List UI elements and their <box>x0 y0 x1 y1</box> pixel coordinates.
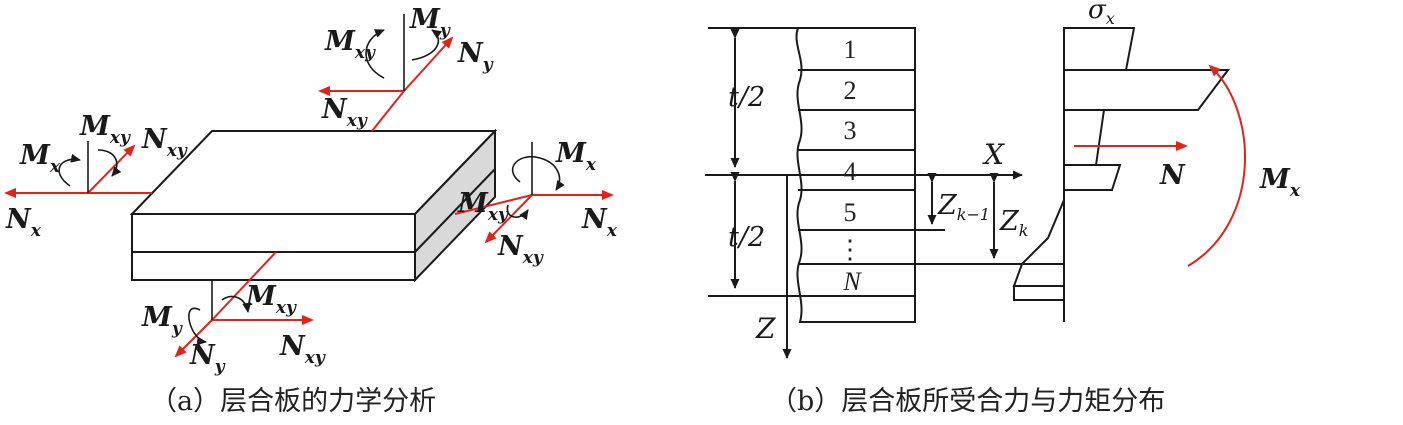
plate-side-face <box>414 128 496 283</box>
nxy-left-arrow <box>87 144 136 194</box>
stress-block-layer-n <box>1013 285 1065 301</box>
label-mxy-left: Mxy <box>79 111 131 148</box>
ny-top-arrow <box>403 36 454 92</box>
layer-label-4: 4 <box>844 157 857 186</box>
layer-label-dots: ⋮ <box>837 235 863 264</box>
figure-b-caption: （b）层合板所受合力与力矩分布 <box>770 386 1165 417</box>
figure-a-labels: Mxy My Ny Nxy Mxy Nxy Mx Nx Mx Mxy Nx Nx… <box>5 4 618 377</box>
label-nxy-top: Nxy <box>321 94 368 131</box>
stress-line-layer-5 <box>1021 190 1065 265</box>
label-mx-right: Mx <box>555 138 597 175</box>
label-mxy-top: Mxy <box>324 26 376 63</box>
label-nxy-bottom: Nxy <box>279 331 326 368</box>
coordinate-axes <box>705 170 1023 359</box>
label-zk: Zk <box>999 206 1028 240</box>
mxy-top-moment-arrow <box>365 29 385 79</box>
layer-label-1: 1 <box>844 35 857 64</box>
mx-left-moment-arrow <box>58 153 81 187</box>
plate-front-face <box>131 213 416 281</box>
resultant-moment-arrow <box>1187 64 1246 267</box>
layer-label-5: 5 <box>844 198 857 227</box>
right-attach-line <box>454 194 533 215</box>
my-top-moment-arrow <box>411 29 442 61</box>
top-edge-loads <box>318 14 454 132</box>
layer-label-2: 2 <box>844 76 857 105</box>
nxy-right-arrow <box>484 194 533 244</box>
left-edge-loads <box>4 141 152 198</box>
label-x-axis: X <box>982 138 1005 171</box>
ny-bottom-arrow <box>174 319 213 358</box>
label-nxy-left: Nxy <box>141 124 188 161</box>
label-resultant-force: N <box>1159 160 1186 191</box>
label-half-thickness-upper: t/2 <box>728 82 765 113</box>
bottom-edge-loads <box>174 251 314 358</box>
label-z-axis: Z <box>755 312 776 345</box>
stress-block-layer-2 <box>1063 69 1230 111</box>
layer-label-n: N <box>842 267 862 296</box>
stress-block-layer-3 <box>1063 109 1106 166</box>
top-attach-line <box>371 90 405 132</box>
label-nxy-right: Nxy <box>497 231 544 268</box>
label-zk-minus-1: Zk−1 <box>937 190 990 224</box>
label-my-top: My <box>409 4 451 41</box>
layer-label-3: 3 <box>844 116 857 145</box>
label-nx-left: Nx <box>5 204 42 241</box>
stress-block-layer-1 <box>1063 27 1136 71</box>
label-mxy-right: Mxy <box>457 188 509 225</box>
plate-side-layer-line <box>414 168 496 253</box>
mxy-right-moment-arrow <box>506 204 529 220</box>
label-mx-left: Mx <box>19 140 61 177</box>
thickness-dimensions <box>708 27 798 297</box>
figure-a-caption: （a）层合板的力学分析 <box>150 386 436 417</box>
label-ny-top: Ny <box>457 38 494 75</box>
stress-block-layer-6 <box>1012 263 1065 287</box>
my-bottom-moment-arrow <box>188 307 207 346</box>
label-my-bottom: My <box>141 302 183 339</box>
mxy-bottom-moment-arrow <box>221 295 252 313</box>
right-edge-loads <box>454 142 614 244</box>
mxy-left-moment-arrow <box>97 149 122 177</box>
layer-labels: 1 2 3 4 5 ⋮ N <box>837 35 863 296</box>
label-resultant-moment: Mx <box>1259 164 1301 201</box>
bottom-attach-line <box>211 251 277 321</box>
label-half-thickness-lower: t/2 <box>728 222 765 253</box>
label-ny-bottom: Ny <box>189 340 226 377</box>
label-sigma-x: σx <box>1088 0 1115 28</box>
label-nx-right: Nx <box>581 204 618 241</box>
label-mxy-bottom: Mxy <box>245 281 297 318</box>
stress-block-layer-4 <box>1063 164 1122 191</box>
laminate-plate <box>129 128 498 283</box>
mx-right-moment-arrow <box>511 155 565 191</box>
stress-distribution <box>1012 27 1230 322</box>
